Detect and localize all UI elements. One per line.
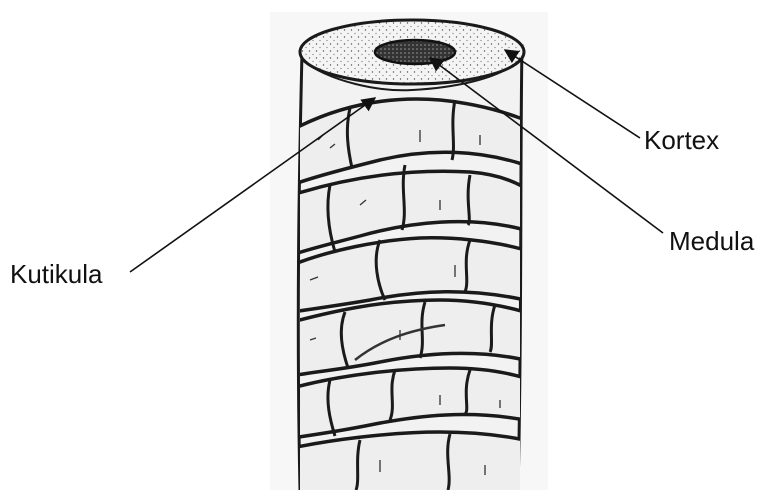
cortex-label: Kortex <box>644 125 719 155</box>
cuticle-label: Kutikula <box>10 259 103 289</box>
hair-shaft <box>292 46 525 490</box>
medulla-label: Medula <box>669 226 755 256</box>
medulla-core <box>375 40 455 64</box>
